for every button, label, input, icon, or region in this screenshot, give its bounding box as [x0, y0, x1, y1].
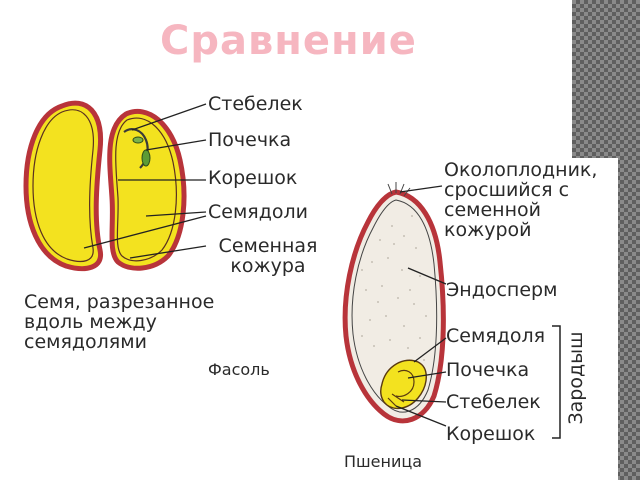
- wheat-illustration: [342, 182, 561, 439]
- wheat-label-bud: Почечка: [446, 359, 530, 381]
- bean-label-bud: Почечка: [208, 129, 292, 151]
- slide-title: Сравнение: [160, 18, 417, 64]
- bean-illustration: [23, 100, 207, 272]
- bean-left-cotyledon: [23, 100, 104, 272]
- bean-right-cotyledon: [107, 108, 187, 271]
- embryo-bracket: [552, 325, 561, 439]
- wheat-label-cotyledon: Семядоля: [446, 325, 546, 347]
- wheat-label-endosperm: Эндосперм: [446, 279, 558, 301]
- bean-embryo-bud: [141, 149, 151, 167]
- bean-label-stem: Стебелек: [208, 93, 303, 115]
- wheat-embryo: [379, 359, 427, 409]
- embryo-label: Зародыш: [565, 331, 587, 425]
- wheat-label-pericarp: Околоплодник, сросшийся с семенной кожур…: [444, 159, 598, 241]
- wheat-label-root: Корешок: [446, 423, 536, 445]
- bean-label-root: Корешок: [208, 167, 298, 189]
- bean-label-seed-coat: Семенная кожура: [218, 235, 318, 277]
- bean-label-cotyledons: Семядоли: [208, 201, 308, 223]
- bean-name: Фасоль: [208, 360, 270, 379]
- wheat-endosperm-texture: [361, 215, 427, 361]
- wheat-name: Пшеница: [344, 452, 423, 471]
- bean-caption: Семя, разрезанное вдоль между семядолями: [24, 291, 215, 353]
- wheat-label-stem: Стебелек: [446, 391, 541, 413]
